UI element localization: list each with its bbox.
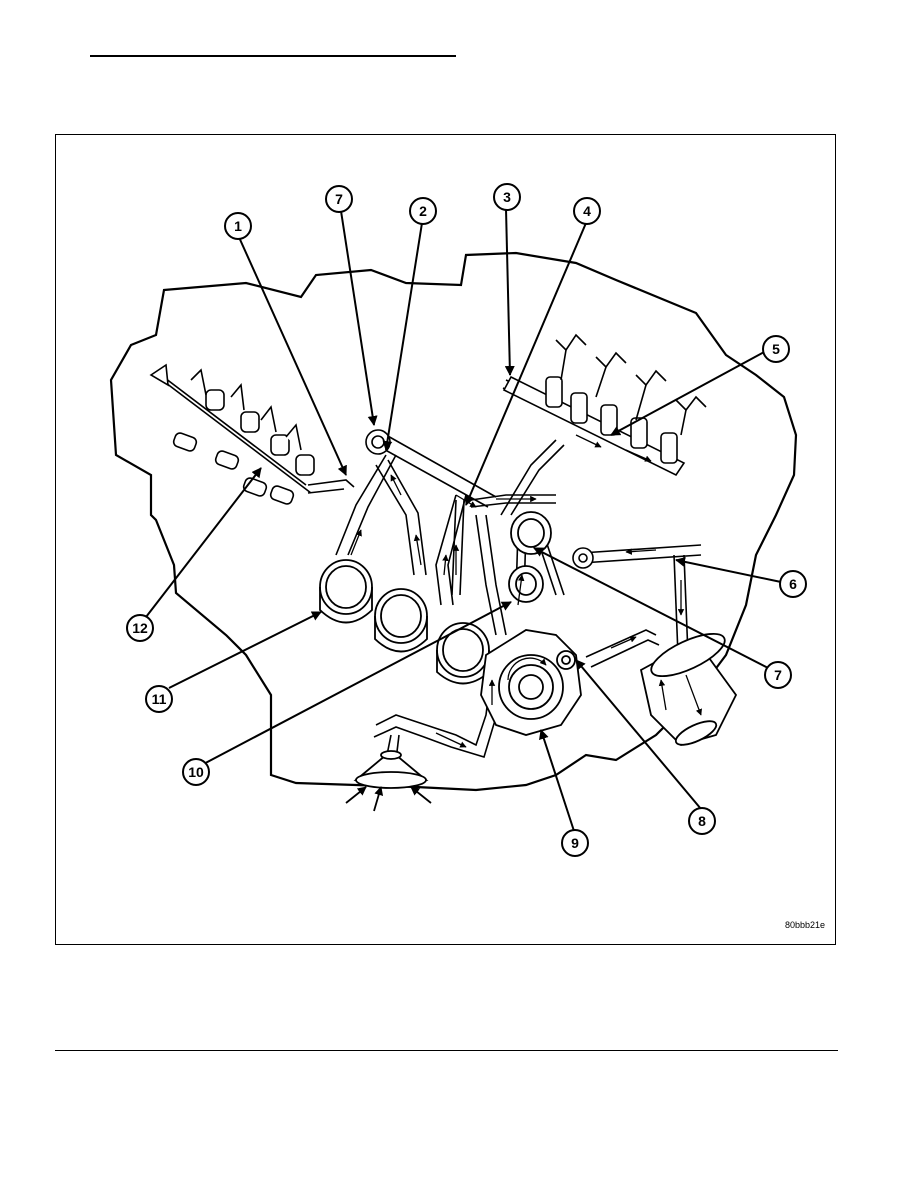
callout-7-lower: 7 — [764, 661, 792, 689]
leader-lines — [145, 208, 782, 832]
bearing-rings — [508, 511, 552, 603]
callout-6: 6 — [779, 570, 807, 598]
callout-10: 10 — [182, 758, 210, 786]
callout-8: 8 — [688, 807, 716, 835]
oil-filter — [639, 632, 738, 747]
callout-9: 9 — [561, 829, 589, 857]
svg-text:6: 6 — [789, 576, 797, 592]
left-lifter-cluster — [149, 363, 315, 505]
svg-text:2: 2 — [419, 203, 427, 219]
svg-text:8: 8 — [698, 813, 706, 829]
svg-text:3: 3 — [503, 189, 511, 205]
svg-text:7: 7 — [774, 667, 782, 683]
svg-text:4: 4 — [583, 203, 591, 219]
oil-pickup — [345, 750, 432, 812]
oil-pump — [480, 629, 582, 736]
engine-block-outline — [109, 251, 798, 792]
callout-2: 2 — [409, 197, 437, 225]
footer-rule — [55, 1050, 838, 1051]
callout-4: 4 — [573, 197, 601, 225]
callout-1: 1 — [224, 212, 252, 240]
header-rule — [90, 55, 456, 57]
svg-text:7: 7 — [335, 191, 343, 207]
callout-5: 5 — [762, 335, 790, 363]
oil-flow-diagram: 1 7 2 3 4 5 6 7 — [109, 183, 807, 857]
callout-7-upper: 7 — [325, 185, 353, 213]
right-lifter-bank — [502, 333, 707, 477]
svg-text:5: 5 — [772, 341, 780, 357]
svg-text:11: 11 — [152, 691, 167, 707]
callout-12: 12 — [126, 614, 154, 642]
svg-text:10: 10 — [188, 764, 204, 780]
callout-11: 11 — [145, 685, 173, 713]
callout-3: 3 — [493, 183, 521, 211]
svg-text:12: 12 — [132, 620, 148, 636]
engine-oil-flow-figure: 1 7 2 3 4 5 6 7 — [55, 134, 836, 945]
svg-text:9: 9 — [571, 835, 579, 851]
main-bearings — [319, 559, 490, 685]
figure-id-code: 80bbb21e — [784, 920, 825, 930]
svg-text:1: 1 — [234, 218, 242, 234]
